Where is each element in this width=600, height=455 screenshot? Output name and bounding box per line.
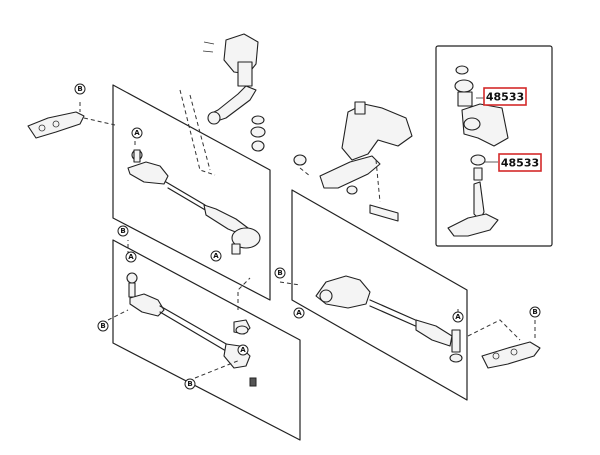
svg-text:A: A [240,346,246,354]
callout-a-upper-rod: A [210,250,222,262]
callout-b-lower-left: B [97,320,109,332]
svg-text:A: A [128,253,134,261]
part-number-lower[interactable]: 48533 [498,153,542,172]
callout-a-lower: A [125,251,137,263]
upper-tie-rod [127,89,261,255]
right-panel [291,189,468,401]
callouts-a: A A A A A A [125,127,464,356]
svg-text:B: B [77,85,82,93]
pitman-arm-assembly [202,33,266,152]
callout-b-mid-left: B [117,225,129,237]
svg-text:A: A [213,252,219,260]
callout-a-upper: A [131,127,143,139]
callout-a-right-left: A [293,307,305,319]
svg-text:A: A [455,313,461,321]
callout-b-bottom: B [184,378,196,390]
callout-a-lower-rod: A [237,344,249,356]
svg-text:A: A [134,129,140,137]
svg-text:B: B [187,380,192,388]
callout-b-top-left: B [74,83,86,95]
right-tie-rod [315,275,463,363]
left-knuckle-arm [27,102,116,139]
inset-panel [435,45,553,247]
svg-text:B: B [100,322,105,330]
callouts-b: B B B B B B [74,83,541,390]
svg-text:B: B [120,227,125,235]
lower-tie-rod [126,272,257,387]
svg-text:B: B [532,308,537,316]
part-number-lower-text: 48533 [501,157,539,170]
part-number-upper[interactable]: 48533 [483,87,527,106]
svg-text:A: A [296,309,302,317]
part-number-upper-text: 48533 [486,91,524,104]
callout-b-right: B [529,306,541,318]
callout-a-right: A [452,311,464,323]
upper-left-panel [112,84,271,301]
right-knuckle-arm [467,319,541,369]
callout-b-center: B [274,267,286,279]
inset-idler-parts [447,65,509,237]
idler-arm-center [293,101,413,222]
svg-text:B: B [277,269,282,277]
